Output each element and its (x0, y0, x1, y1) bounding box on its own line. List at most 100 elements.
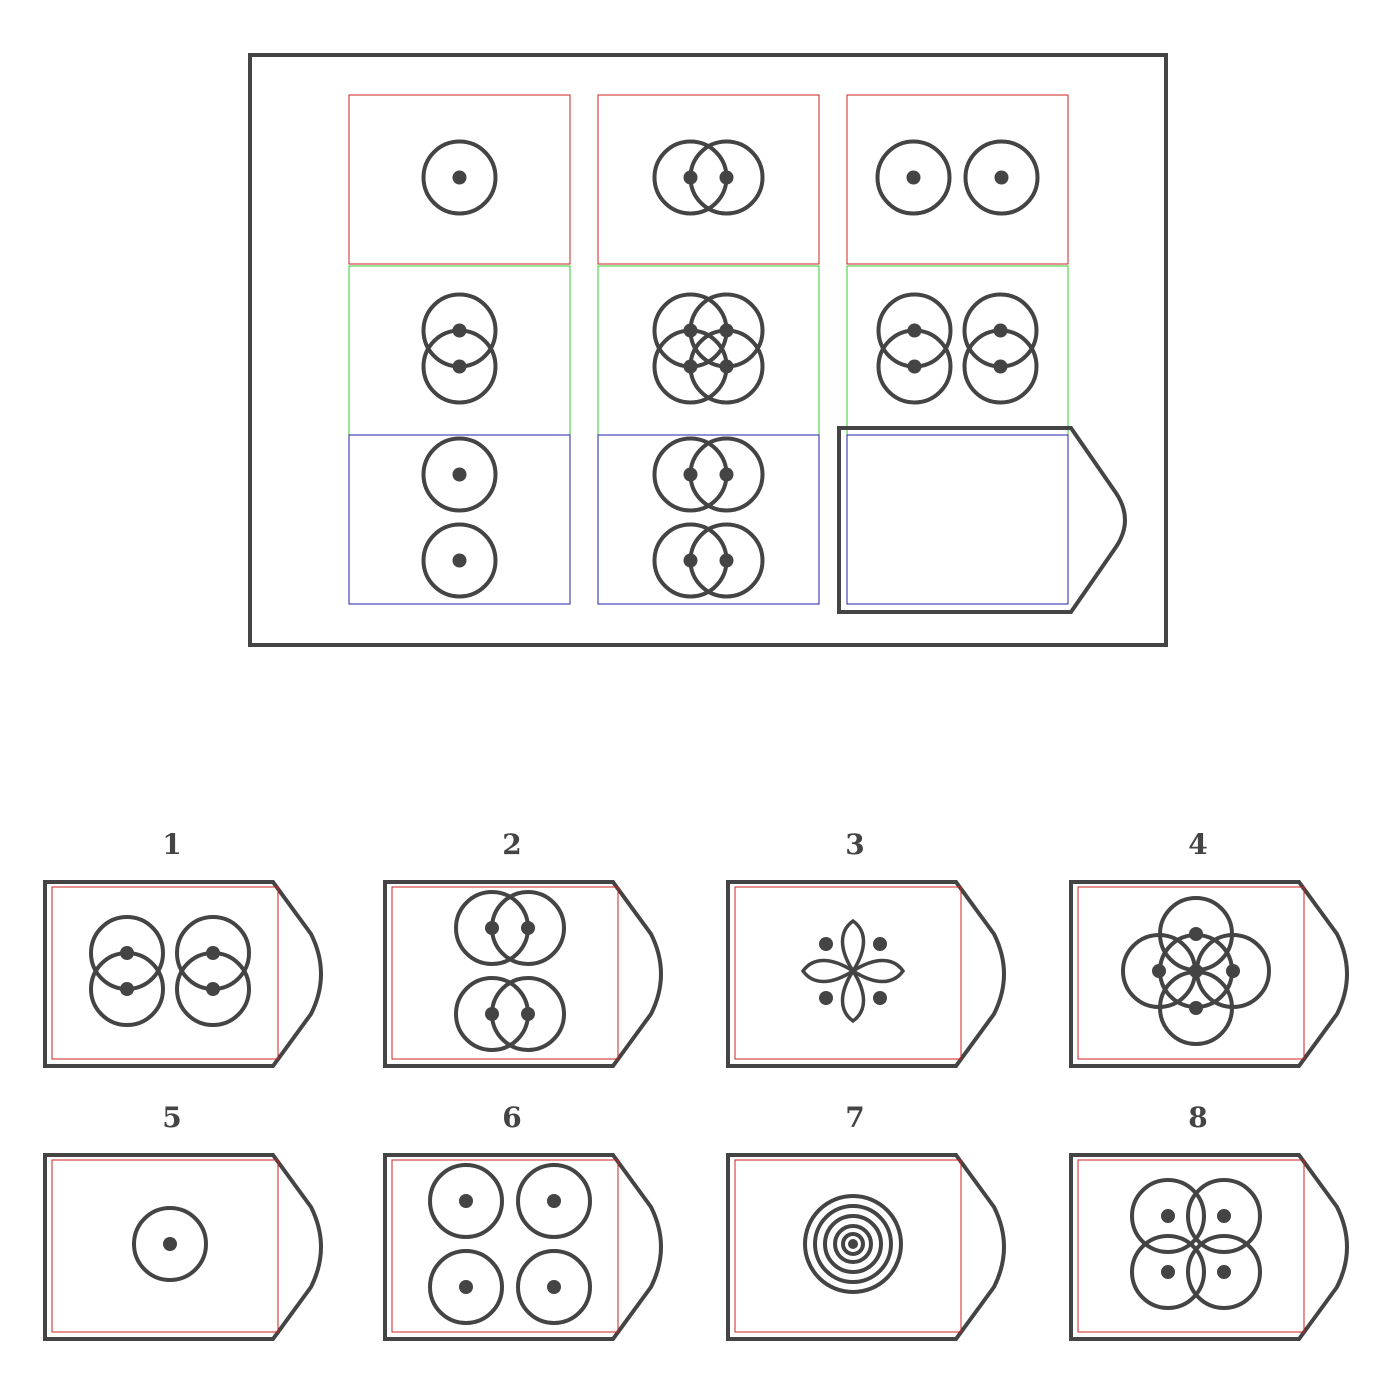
option-7[interactable]: 7 (726, 1101, 1006, 1341)
option-number: 6 (502, 1101, 521, 1134)
dot-shape (683, 467, 698, 482)
dot-shape (819, 937, 833, 951)
option-inner-border (391, 1159, 619, 1333)
cell-border (597, 434, 820, 605)
dot-shape (485, 1007, 499, 1021)
dot-shape (521, 1007, 535, 1021)
option-inner-border (734, 886, 962, 1060)
dot-shape (547, 1280, 561, 1294)
dot-shape (1161, 1209, 1175, 1223)
circle-shape (132, 1206, 208, 1282)
dot-shape (452, 467, 467, 482)
cell-border (597, 94, 820, 265)
dot-shape (1217, 1265, 1231, 1279)
option-number: 5 (162, 1101, 181, 1134)
option-card-frame[interactable] (726, 1153, 1006, 1341)
option-number: 8 (1188, 1101, 1207, 1134)
option-8[interactable]: 8 (1069, 1101, 1349, 1341)
dot-shape (1189, 1001, 1203, 1015)
answer-slot-frame (837, 426, 1127, 614)
cell-border (348, 434, 571, 605)
dot-shape (873, 937, 887, 951)
circle-shape (421, 139, 498, 216)
option-2[interactable]: 2 (383, 828, 663, 1068)
dot-shape (683, 359, 698, 374)
matrix-cell-r1c1 (348, 94, 571, 265)
matrix-cell-r3c3 (837, 426, 1127, 614)
matrix-cell-r2c2 (597, 265, 820, 436)
matrix-cell-r3c1 (348, 434, 571, 605)
dot-shape (1189, 927, 1203, 941)
circle-shape (428, 1163, 504, 1239)
circle-shape (823, 1214, 883, 1274)
dot-shape (1226, 964, 1240, 978)
dot-shape (485, 921, 499, 935)
petal-shape (849, 958, 906, 984)
option-number: 4 (1188, 828, 1207, 861)
circle-shape (803, 1194, 903, 1294)
dot-shape (873, 991, 887, 1005)
petal-shape (840, 918, 866, 975)
petal-shape (800, 958, 857, 984)
circle-shape (1186, 1234, 1262, 1310)
cell-border (846, 434, 1069, 605)
dot-shape (907, 359, 922, 374)
option-number: 2 (502, 828, 521, 861)
matrix-panel (248, 53, 1168, 647)
dot-shape (452, 170, 467, 185)
option-number: 3 (845, 828, 864, 861)
cell-border (348, 94, 571, 265)
dot-shape (452, 323, 467, 338)
dot-shape (1189, 964, 1203, 978)
dot-shape (206, 946, 220, 960)
circle-shape (963, 139, 1040, 216)
option-4[interactable]: 4 (1069, 828, 1349, 1068)
dot-shape (1152, 964, 1166, 978)
dot-shape (719, 323, 734, 338)
matrix-frame (248, 53, 1168, 647)
dot-shape (452, 359, 467, 374)
circle-shape (1130, 1178, 1206, 1254)
circle-shape (1130, 1234, 1206, 1310)
circle-shape (516, 1249, 592, 1325)
circle-shape (813, 1204, 893, 1284)
circle-shape (421, 522, 498, 599)
option-inner-border (51, 1159, 279, 1333)
dot-shape (459, 1194, 473, 1208)
matrix-cell-r1c3 (846, 94, 1069, 265)
cell-border (846, 94, 1069, 265)
dot-shape (819, 991, 833, 1005)
dot-shape (994, 170, 1009, 185)
dot-shape (719, 170, 734, 185)
option-inner-border (734, 1159, 962, 1333)
dot-shape (719, 553, 734, 568)
dot-shape (206, 982, 220, 996)
option-1[interactable]: 1 (43, 828, 323, 1068)
option-inner-border (1077, 886, 1305, 1060)
option-6[interactable]: 6 (383, 1101, 663, 1341)
option-inner-border (391, 886, 619, 1060)
option-5[interactable]: 5 (43, 1101, 323, 1341)
option-number: 1 (162, 828, 181, 861)
dot-shape (719, 467, 734, 482)
circle-shape (833, 1224, 873, 1264)
dot-shape (907, 323, 922, 338)
dot-shape (452, 553, 467, 568)
answer-options: 1 2 3 4 5 6 7 8 (43, 828, 1349, 1341)
dot-shape (1217, 1209, 1231, 1223)
matrix-cell-r2c1 (348, 265, 571, 436)
circle-shape (516, 1163, 592, 1239)
circle-shape (841, 1232, 865, 1256)
option-inner-border (51, 886, 279, 1060)
circle-shape (421, 436, 498, 513)
dot-shape (683, 170, 698, 185)
option-card-frame[interactable] (43, 1153, 323, 1341)
option-3[interactable]: 3 (726, 828, 1006, 1068)
matrix-cell-r1c2 (597, 94, 820, 265)
dot-shape (848, 1239, 858, 1249)
dot-shape (906, 170, 921, 185)
option-number: 7 (845, 1101, 864, 1134)
matrix-cell-r2c3 (846, 265, 1069, 436)
option-card-frame[interactable] (726, 880, 1006, 1068)
